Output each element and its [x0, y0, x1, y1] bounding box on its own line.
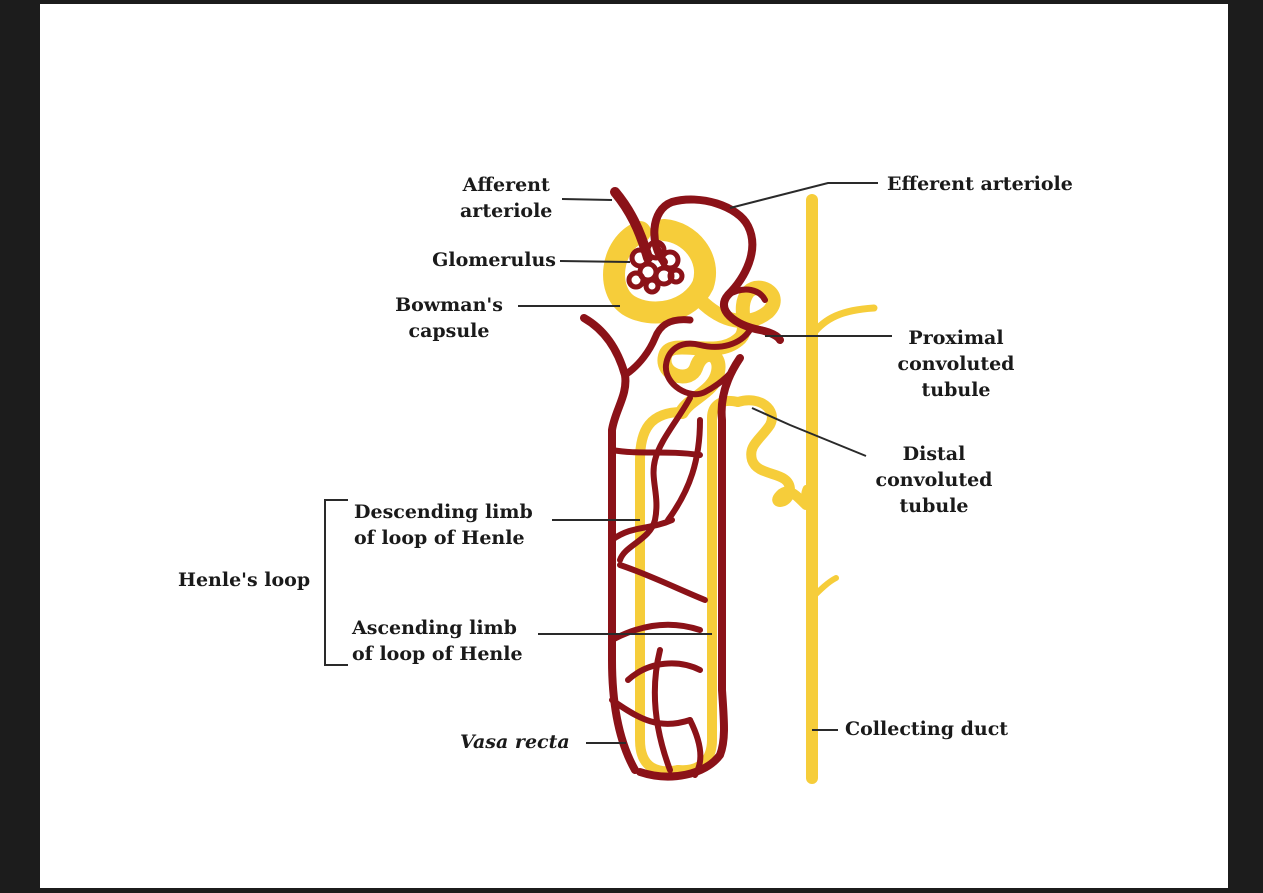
- label-efferent-text: Efferent arteriole: [887, 173, 1073, 195]
- label-glomerulus: Glomerulus: [420, 247, 556, 273]
- vasa-recta-middle: [617, 395, 703, 563]
- leader-glomerulus: [559, 260, 631, 263]
- label-bowmans-capsule: Bowman's capsule: [388, 292, 510, 344]
- label-collecting-duct-text: Collecting duct: [845, 718, 1009, 740]
- vascular-system: [580, 187, 784, 781]
- label-proximal-line1: Proximal: [908, 327, 1004, 349]
- henles-loop-bracket: [324, 499, 348, 666]
- label-ascending-line1: Ascending limb: [352, 617, 517, 639]
- leader-distal: [751, 407, 867, 457]
- label-descending-line1: Descending limb: [354, 501, 533, 523]
- label-descending-limb: Descending limb of loop of Henle: [354, 499, 533, 551]
- label-proximal-line2: convoluted: [897, 353, 1015, 375]
- descending-limb-shape: [635, 407, 687, 777]
- label-proximal-line3: tubule: [921, 379, 991, 401]
- label-distal-line2: convoluted: [875, 469, 993, 491]
- label-descending-line2: of loop of Henle: [354, 527, 525, 549]
- label-glomerulus-text: Glomerulus: [432, 249, 556, 271]
- distal-tubule-shape: [733, 395, 811, 510]
- peritubular-capillary: [662, 286, 768, 398]
- label-proximal-tubule: Proximal convoluted tubule: [888, 325, 1024, 403]
- label-vasa-recta: Vasa recta: [460, 729, 570, 755]
- label-collecting-duct: Collecting duct: [845, 716, 1008, 742]
- leader-lines: [324, 182, 892, 744]
- label-distal-line1: Distal: [902, 443, 966, 465]
- vasa-recta-left: [580, 314, 639, 774]
- label-distal-tubule: Distal convoluted tubule: [866, 441, 1002, 519]
- label-afferent-line2: arteriole: [460, 200, 553, 222]
- vasa-recta-left-branch: [621, 316, 694, 379]
- efferent-arteriole-vessel: [650, 195, 784, 344]
- collecting-duct-branch-upper: [808, 304, 878, 339]
- label-afferent-line1: Afferent: [462, 174, 550, 196]
- label-henles-loop: Henle's loop: [178, 567, 310, 593]
- label-distal-line3: tubule: [899, 495, 969, 517]
- figure-panel: [40, 4, 1228, 888]
- vasa-recta-right: [636, 354, 744, 781]
- leader-efferent: [729, 182, 878, 209]
- label-ascending-limb: Ascending limb of loop of Henle: [352, 615, 523, 667]
- label-henles-loop-text: Henle's loop: [178, 569, 311, 591]
- label-ascending-line2: of loop of Henle: [352, 643, 523, 665]
- collecting-duct-branch-lower: [809, 575, 839, 601]
- leader-afferent: [561, 198, 613, 201]
- vasa-recta-crosslinks: [609, 447, 708, 778]
- glomerulus-tuft: [626, 239, 685, 295]
- bowmans-capsule-shape: [603, 219, 716, 324]
- label-efferent-arteriole: Efferent arteriole: [887, 171, 1073, 197]
- label-afferent-arteriole: Afferent arteriole: [460, 172, 552, 224]
- label-vasa-recta-text: Vasa recta: [460, 731, 570, 753]
- label-bowmans-line2: capsule: [408, 320, 490, 342]
- label-bowmans-line1: Bowman's: [395, 294, 503, 316]
